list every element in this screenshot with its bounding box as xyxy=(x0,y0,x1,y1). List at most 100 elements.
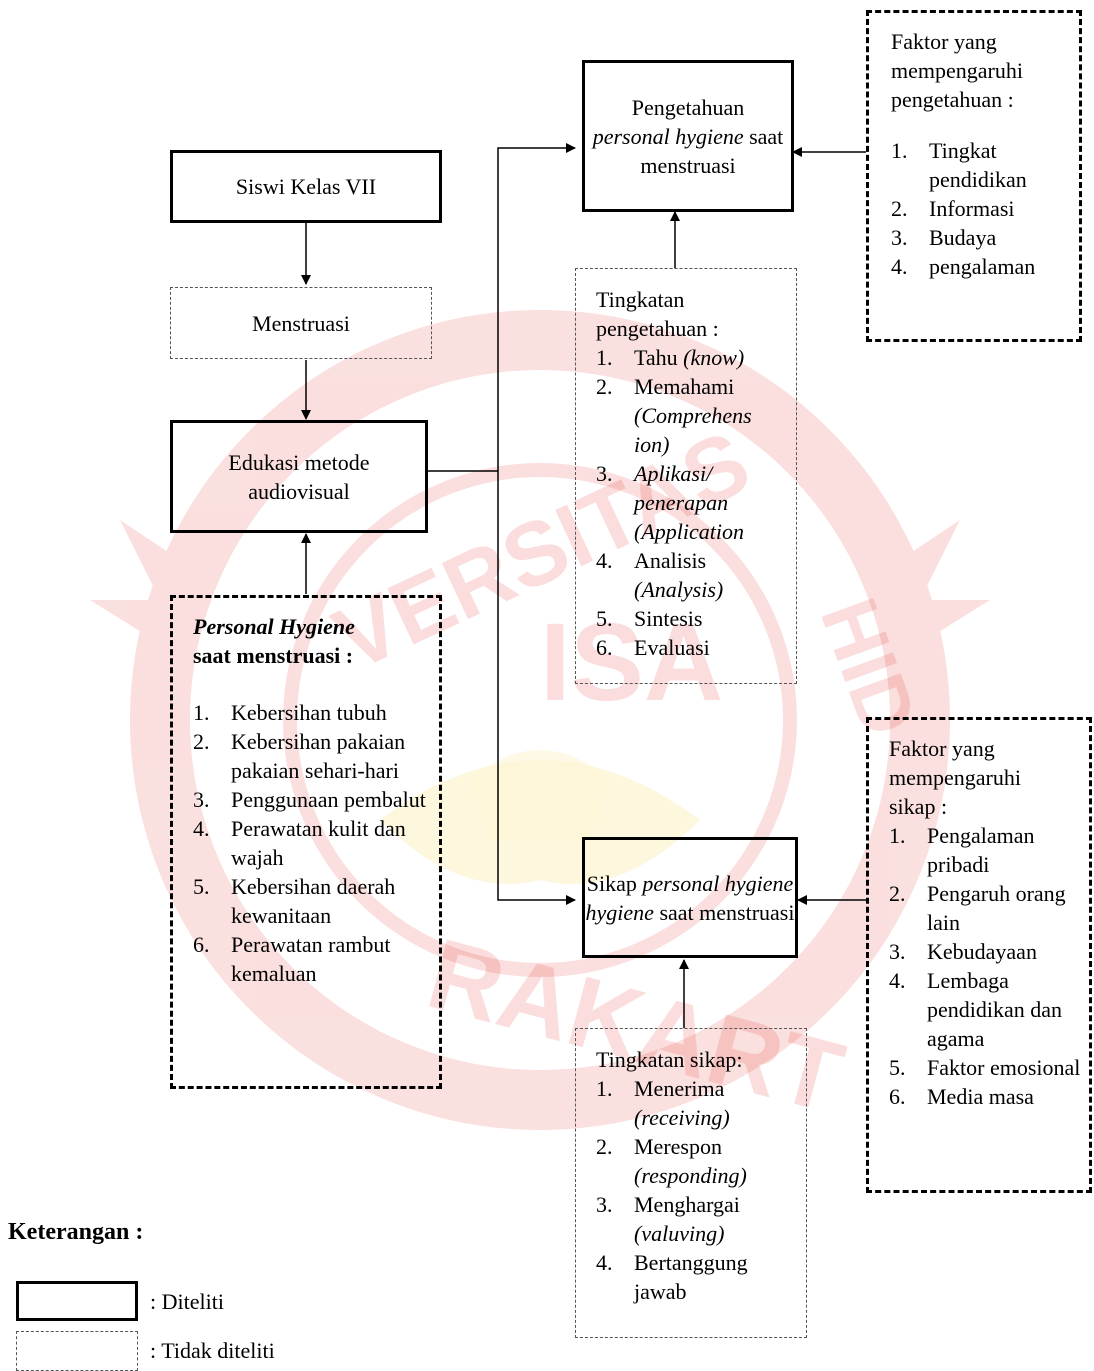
legend-dotted-swatch xyxy=(16,1331,138,1371)
list-item: 4. Bertanggung jawab xyxy=(596,1248,800,1306)
svg-text:ISA: ISA xyxy=(540,601,723,724)
list-item: 1. Kebersihan tubuh xyxy=(193,698,427,727)
list-item: 3. Aplikasi/ penerapan (Application xyxy=(596,459,788,546)
box-personal-hygiene: Personal Hygiene saat menstruasi : 1. Keb… xyxy=(170,595,442,1089)
faktor-sikap-list: 1. Pengalaman pribadi 2. Pengaruh orang lai… xyxy=(889,821,1083,1111)
arrow-trunk-pengetahuan xyxy=(497,143,576,471)
list-item-text: Evaluasi xyxy=(634,635,710,660)
list-item-number: 4. xyxy=(596,548,613,573)
list-item-text: Menghargai (valuving) xyxy=(634,1192,740,1246)
box-faktor-pengetahuan: Faktor yang mempengaruhi pengetahuan : 1… xyxy=(866,10,1082,342)
list-item: 5. Kebersihan daerah kewanitaan xyxy=(193,872,427,930)
list-item: 2. Pengaruh orang lain xyxy=(889,879,1083,937)
list-item-number: 2. xyxy=(889,881,906,906)
list-item-text: Pengaruh orang lain xyxy=(927,881,1066,935)
list-item-text: Kebersihan daerah kewanitaan xyxy=(231,874,396,928)
list-item: 5. Sintesis xyxy=(596,604,788,633)
node-edukasi: Edukasi metode audiovisual xyxy=(170,420,428,533)
list-item-text: Menerima (receiving) xyxy=(634,1076,730,1130)
list-item-number: 1. xyxy=(596,345,613,370)
list-item-text: Faktor emosional xyxy=(927,1055,1081,1080)
box-faktor-sikap: Faktor yang mempengaruhi sikap : 1.Penga… xyxy=(866,717,1092,1193)
legend-tidak-diteliti: : Tidak diteliti xyxy=(150,1338,275,1363)
list-item: 6.Media masa xyxy=(889,1082,1083,1111)
list-item-number: 3. xyxy=(596,1192,613,1217)
list-item: 4. Perawatan kulit dan wajah xyxy=(193,814,427,872)
list-item-text: Bertanggung jawab xyxy=(634,1250,748,1304)
list-item: 3. Budaya xyxy=(891,223,1071,252)
list-item-number: 2. xyxy=(596,1134,613,1159)
list-item-number: 4. xyxy=(193,816,210,841)
list-item: 1. Tahu (know) xyxy=(596,343,788,372)
node-siswi: Siswi Kelas VII xyxy=(170,150,442,223)
personal-hygiene-list: 1. Kebersihan tubuh 2. Kebersihan pakaian p… xyxy=(193,698,427,988)
list-item-text: Kebersihan tubuh xyxy=(231,700,387,725)
list-item-text: Sintesis xyxy=(634,606,703,631)
list-item-number: 3. xyxy=(889,939,906,964)
list-item-number: 2. xyxy=(891,196,908,221)
list-item-text: Merespon (responding) xyxy=(634,1134,747,1188)
list-item-text: Penggunaan pembalut xyxy=(231,787,426,812)
list-item-number: 4. xyxy=(891,254,908,279)
list-item: 3. Menghargai (valuving) xyxy=(596,1190,800,1248)
list-item-text: Budaya xyxy=(929,225,997,250)
list-item: 1. Pengalaman pribadi xyxy=(889,821,1083,879)
list-item-text: Tahu (know) xyxy=(634,345,745,370)
list-item-text: Lembaga pendidikan dan agama xyxy=(927,968,1063,1051)
personal-hygiene-title: Personal Hygiene saat menstruasi : xyxy=(193,614,355,668)
list-item-text: pengalaman xyxy=(929,254,1036,279)
list-item: 1. Tingkat pendidikan xyxy=(891,136,1071,194)
list-item-text: Aplikasi/ penerapan (Application xyxy=(634,461,744,544)
list-item: 2. Kebersihan pakaian pakaian sehari-hari xyxy=(193,727,427,785)
legend-solid-swatch xyxy=(16,1281,138,1321)
list-item-number: 2. xyxy=(193,729,210,754)
list-item: 3.Kebudayaan xyxy=(889,937,1083,966)
list-item-number: 5. xyxy=(889,1055,906,1080)
node-sikap: Sikap personal hygiene hygiene saat mens… xyxy=(582,837,798,958)
list-item: 6. Evaluasi xyxy=(596,633,788,662)
list-item-text: Media masa xyxy=(927,1084,1034,1109)
list-item-text: Memahami (Comprehens ion) xyxy=(634,374,752,457)
list-item-number: 1. xyxy=(891,138,908,163)
list-item-number: 1. xyxy=(889,823,906,848)
list-item-number: 5. xyxy=(193,874,210,899)
list-item-number: 3. xyxy=(891,225,908,250)
box-tingkatan-pengetahuan: Tingkatan pengetahuan : 1. Tahu (know) 2. M… xyxy=(575,268,797,684)
list-item-number: 2. xyxy=(596,374,613,399)
list-item-number: 3. xyxy=(596,461,613,486)
tingkatan-pengetahuan-list: 1. Tahu (know) 2. Memahami (Comprehens ion)… xyxy=(596,343,788,662)
legend-diteliti: : Diteliti xyxy=(150,1289,224,1314)
node-menstruasi: Menstruasi xyxy=(170,287,432,359)
list-item: 3. Penggunaan pembalut xyxy=(193,785,427,814)
list-item-number: 6. xyxy=(596,635,613,660)
list-item-number: 4. xyxy=(596,1250,613,1275)
list-item: 4. Lembaga pendidikan dan agama xyxy=(889,966,1083,1053)
list-item: 2.Informasi xyxy=(891,194,1071,223)
list-item-text: Tingkat pendidikan xyxy=(929,138,1027,192)
list-item-number: 1. xyxy=(596,1076,613,1101)
tingkatan-sikap-list: 1. Menerima (receiving) 2. Merespon (respon… xyxy=(596,1074,800,1306)
list-item: 1. Menerima (receiving) xyxy=(596,1074,800,1132)
arrow-trunk-sikap xyxy=(497,471,576,905)
list-item-text: Pengalaman pribadi xyxy=(927,823,1035,877)
list-item-number: 4. xyxy=(889,968,906,993)
tingkatan-sikap-title: Tingkatan sikap: xyxy=(596,1047,743,1072)
list-item-number: 1. xyxy=(193,700,210,725)
box-tingkatan-sikap: Tingkatan sikap: 1.Menerima (receiving)2… xyxy=(575,1028,807,1338)
list-item-number: 6. xyxy=(193,932,210,957)
list-item-text: Perawatan kulit dan wajah xyxy=(231,816,406,870)
list-item: 2. Merespon (responding) xyxy=(596,1132,800,1190)
list-item: 6. Perawatan rambut kemaluan xyxy=(193,930,427,988)
faktor-pengetahuan-title: Faktor yang mempengaruhi pengetahuan : xyxy=(891,29,1023,112)
list-item-number: 3. xyxy=(193,787,210,812)
list-item-text: Analisis (Analysis) xyxy=(634,548,724,602)
list-item-text: Kebersihan pakaian pakaian sehari-hari xyxy=(231,729,406,783)
list-item-number: 5. xyxy=(596,606,613,631)
list-item-text: Perawatan rambut kemaluan xyxy=(231,932,391,986)
tingkatan-pengetahuan-title: Tingkatan pengetahuan : xyxy=(596,287,719,341)
node-pengetahuan: Pengetahuan personal hygiene saat menstr… xyxy=(582,60,794,212)
list-item: 2. Memahami (Comprehens ion) xyxy=(596,372,788,459)
list-item: 4. Analisis (Analysis) xyxy=(596,546,788,604)
